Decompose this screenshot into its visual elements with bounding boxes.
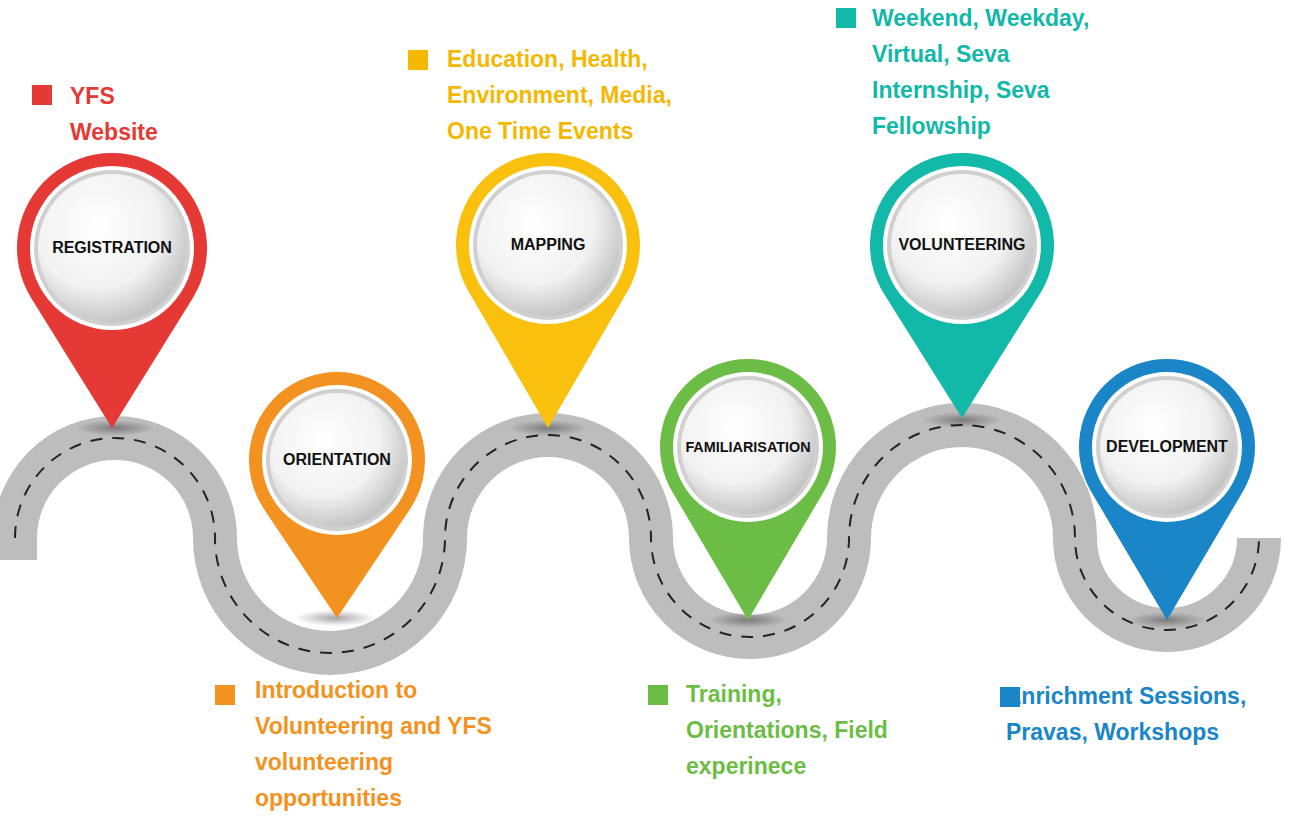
pin-shape xyxy=(1079,359,1255,620)
pin-body xyxy=(660,359,836,620)
step-caption: Introduction to Volunteering and YFS vol… xyxy=(255,672,530,816)
road xyxy=(0,425,1259,653)
pin-face xyxy=(1100,380,1234,514)
pin-face xyxy=(477,174,619,316)
pin-shape xyxy=(456,153,640,428)
step-caption: Training, Orientations, Field experinece xyxy=(686,676,911,784)
pin-body xyxy=(249,372,425,618)
pin-ring xyxy=(262,385,412,535)
map-pin: FAMILIARISATIONTraining, Orientations, F… xyxy=(660,359,836,620)
pin-face xyxy=(681,380,815,514)
pin-body xyxy=(1079,359,1255,620)
pin-ring xyxy=(673,372,823,522)
pin-ring xyxy=(30,166,194,330)
pin-label: MAPPING xyxy=(511,236,586,254)
pin-ring-shadow xyxy=(677,376,819,518)
road-centerline xyxy=(15,425,1259,653)
pin-label: ORIENTATION xyxy=(283,451,391,469)
pin-ring xyxy=(1092,372,1242,522)
map-pin: DEVELOPMENTEnrichment Sessions, Pravas, … xyxy=(1079,359,1255,620)
bullet-square xyxy=(408,50,428,70)
step-caption: Education, Health, Environment, Media, O… xyxy=(447,41,722,149)
pin-shape xyxy=(870,153,1054,418)
pin-label: DEVELOPMENT xyxy=(1106,438,1228,456)
pin-body xyxy=(456,153,640,428)
pin-label: REGISTRATION xyxy=(52,239,172,257)
pin-body xyxy=(870,153,1054,418)
step-caption: YFS Website xyxy=(70,78,180,150)
pin-body xyxy=(17,153,207,428)
pin-label: VOLUNTEERING xyxy=(898,236,1025,254)
pin-shape xyxy=(249,372,425,618)
pin-ring-shadow xyxy=(887,170,1037,320)
pin-ring xyxy=(469,166,627,324)
pin-label: FAMILIARISATION xyxy=(685,439,810,455)
bullet-square xyxy=(32,85,52,105)
map-pin: REGISTRATIONYFS Website xyxy=(17,153,207,428)
pin-face xyxy=(38,174,186,322)
pin-ring-shadow xyxy=(34,170,190,326)
pin-ring-shadow xyxy=(1096,376,1238,518)
pin-face xyxy=(270,393,404,527)
map-pin: MAPPINGEducation, Health, Environment, M… xyxy=(456,153,640,428)
pin-shape xyxy=(660,359,836,620)
bullet-square xyxy=(648,685,668,705)
map-pin: ORIENTATIONIntroduction to Volunteering … xyxy=(249,372,425,618)
step-caption: Enrichment Sessions, Pravas, Workshops xyxy=(1006,678,1296,750)
pin-ring xyxy=(883,166,1041,324)
pin-ring-shadow xyxy=(473,170,623,320)
pin-face xyxy=(891,174,1033,316)
pin-shape xyxy=(17,153,207,428)
bullet-square xyxy=(836,8,856,28)
bullet-square xyxy=(215,685,235,705)
map-pin: VOLUNTEERINGWeekend, Weekday, Virtual, S… xyxy=(870,153,1054,418)
pin-ring-shadow xyxy=(266,389,408,531)
step-caption: Weekend, Weekday, Virtual, Seva Internsh… xyxy=(872,0,1112,144)
